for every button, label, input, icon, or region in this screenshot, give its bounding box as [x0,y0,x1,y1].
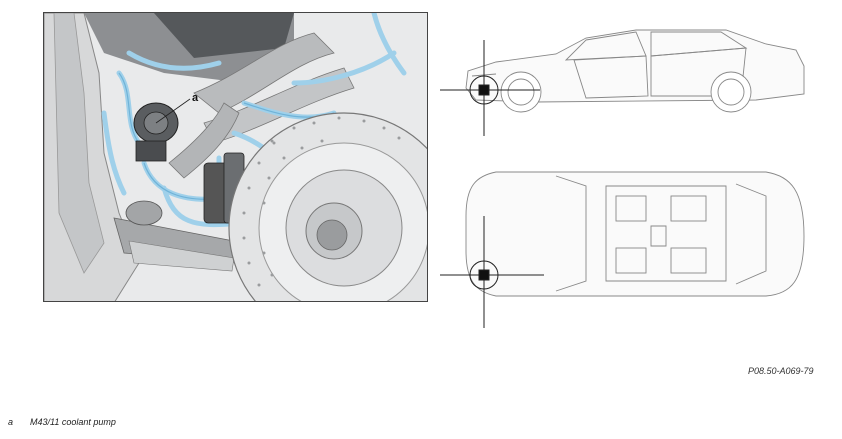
engine-bay-illustration: a [43,12,428,302]
location-marker-side [440,40,540,136]
legend: a M43/11 coolant pump [8,417,116,427]
callout-label-a: a [192,92,199,104]
car-top-view [465,171,805,297]
location-marker-top [440,216,544,328]
callout-leader [155,98,191,124]
engine-bay-drawing: a [44,13,427,301]
car-side-view [465,29,805,113]
vehicle-location-views [436,26,816,332]
legend-text: M43/11 coolant pump [30,417,116,427]
brake-disc-shape [228,112,427,301]
vehicle-outline-drawing [440,29,805,328]
figure-reference-id: P08.50-A069-79 [748,366,814,376]
legend-key: a [8,417,14,427]
